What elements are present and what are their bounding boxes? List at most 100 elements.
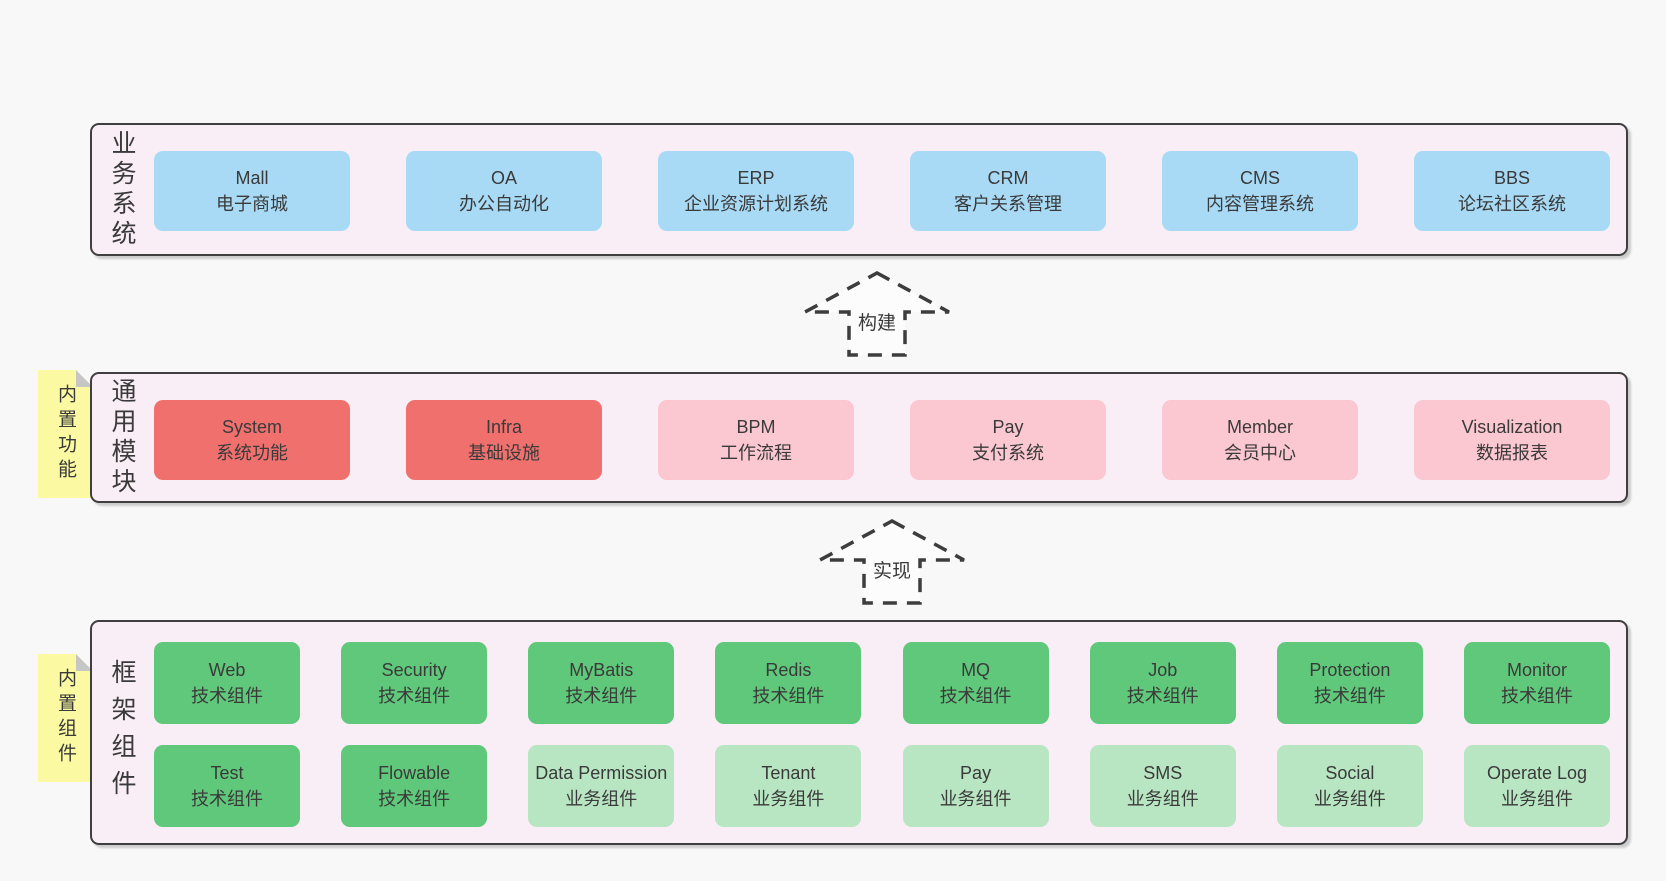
box-subtitle: 技术组件 (752, 686, 825, 706)
arrow-build-label: 构建 (854, 308, 900, 335)
sticky-note-builtin-features: 内置功能 (38, 370, 93, 498)
box-title: Infra (485, 417, 523, 437)
box-title: Flowable (378, 763, 451, 783)
panel-business-label: 业务系统 (108, 129, 136, 250)
box-subtitle: 论坛社区系统 (1458, 194, 1566, 214)
business-box-row: Mall 电子商城 OA 办公自动化 ERP 企业资源计划系统 CRM 客户关系… (154, 151, 1610, 231)
box-infra: Infra 基础设施 (406, 400, 602, 480)
box-title: Social (1325, 763, 1375, 783)
box-subtitle: 业务组件 (1500, 789, 1573, 809)
box-subtitle: 基础设施 (468, 443, 540, 463)
arrow-up-build: 构建 (802, 270, 952, 358)
box-title: CRM (987, 168, 1029, 188)
box-title: Security (381, 660, 447, 680)
box-subtitle: 技术组件 (191, 789, 263, 809)
sticky-text: 内置组件 (55, 668, 76, 768)
box-title: Pay (960, 763, 992, 783)
box-title: Pay (992, 417, 1024, 437)
box-mq: MQ 技术组件 (902, 642, 1049, 724)
panel-common-modules: 通用模块 System 系统功能 Infra 基础设施 BPM 工作流程 Pay… (90, 372, 1628, 503)
box-title: Tenant (761, 763, 816, 783)
box-title: Redis (765, 660, 812, 680)
box-subtitle: 客户关系管理 (954, 194, 1062, 214)
box-title: BPM (736, 417, 776, 437)
box-subtitle: 企业资源计划系统 (684, 194, 828, 214)
box-title: Data Permission (535, 763, 668, 783)
box-title: Visualization (1461, 417, 1563, 437)
box-bbs: BBS 论坛社区系统 (1414, 151, 1610, 231)
box-cms: CMS 内容管理系统 (1162, 151, 1358, 231)
box-title: System (221, 417, 282, 437)
modules-box-row: System 系统功能 Infra 基础设施 BPM 工作流程 Pay 支付系统… (154, 400, 1610, 480)
box-mybatis: MyBatis 技术组件 (528, 642, 675, 724)
box-subtitle: 技术组件 (565, 686, 638, 706)
box-subtitle: 支付系统 (972, 443, 1044, 463)
box-subtitle: 业务组件 (565, 789, 638, 809)
box-visualization: Visualization 数据报表 (1414, 400, 1610, 480)
box-subtitle: 技术组件 (378, 686, 451, 706)
arrow-up-implement: 实现 (817, 518, 967, 606)
panel-modules-label: 通用模块 (108, 377, 136, 498)
sticky-note-builtin-components: 内置组件 (38, 654, 93, 782)
box-system: System 系统功能 (154, 400, 350, 480)
box-title: CMS (1240, 168, 1280, 188)
box-title: BBS (1493, 168, 1531, 188)
box-job: Job 技术组件 (1089, 642, 1236, 724)
box-web: Web 技术组件 (154, 642, 300, 724)
box-crm: CRM 客户关系管理 (910, 151, 1106, 231)
box-protection: Protection 技术组件 (1276, 642, 1423, 724)
box-social: Social 业务组件 (1276, 745, 1423, 827)
box-monitor: Monitor 技术组件 (1463, 642, 1610, 724)
box-title: Mall (235, 168, 269, 188)
box-test: Test 技术组件 (154, 745, 300, 827)
box-subtitle: 技术组件 (1500, 686, 1573, 706)
box-title: Protection (1309, 660, 1391, 680)
box-subtitle: 技术组件 (939, 686, 1012, 706)
box-title: Test (210, 763, 244, 783)
box-subtitle: 业务组件 (1313, 789, 1386, 809)
box-member: Member 会员中心 (1162, 400, 1358, 480)
box-subtitle: 工作流程 (720, 443, 792, 463)
box-title: Monitor (1506, 660, 1567, 680)
box-subtitle: 数据报表 (1476, 443, 1548, 463)
box-subtitle: 技术组件 (1313, 686, 1386, 706)
box-tenant: Tenant 业务组件 (715, 745, 862, 827)
box-erp: ERP 企业资源计划系统 (658, 151, 854, 231)
box-sms: SMS 业务组件 (1089, 745, 1236, 827)
panel-framework-components: 框架组件 Web 技术组件 Security 技术组件 MyBatis 技术组件… (90, 620, 1628, 845)
box-bpm: BPM 工作流程 (658, 400, 854, 480)
panel-framework-label: 框架组件 (108, 658, 136, 807)
box-title: MyBatis (569, 660, 634, 680)
box-title: Member (1226, 417, 1293, 437)
box-subtitle: 会员中心 (1224, 443, 1296, 463)
box-subtitle: 系统功能 (216, 443, 288, 463)
box-operate-log: Operate Log 业务组件 (1463, 745, 1610, 827)
framework-box-row-1: Web 技术组件 Security 技术组件 MyBatis 技术组件 Redi… (154, 642, 1610, 724)
sticky-text: 内置功能 (55, 384, 76, 484)
box-security: Security 技术组件 (341, 642, 488, 724)
box-data-permission: Data Permission 业务组件 (528, 745, 675, 827)
box-subtitle: 电子商城 (216, 194, 288, 214)
box-subtitle: 技术组件 (1126, 686, 1199, 706)
box-subtitle: 业务组件 (752, 789, 825, 809)
box-subtitle: 技术组件 (191, 686, 263, 706)
framework-box-row-2: Test 技术组件 Flowable 技术组件 Data Permission … (154, 745, 1610, 827)
box-title: Web (208, 660, 246, 680)
box-subtitle: 业务组件 (1126, 789, 1199, 809)
box-subtitle: 技术组件 (378, 789, 451, 809)
box-mall: Mall 电子商城 (154, 151, 350, 231)
box-title: SMS (1143, 763, 1183, 783)
box-subtitle: 内容管理系统 (1206, 194, 1314, 214)
box-title: MQ (961, 660, 991, 680)
box-pay-component: Pay 业务组件 (902, 745, 1049, 827)
box-oa: OA 办公自动化 (406, 151, 602, 231)
box-redis: Redis 技术组件 (715, 642, 862, 724)
box-pay-module: Pay 支付系统 (910, 400, 1106, 480)
box-title: Job (1148, 660, 1178, 680)
box-title: Operate Log (1486, 763, 1588, 783)
box-flowable: Flowable 技术组件 (341, 745, 488, 827)
panel-business-systems: 业务系统 Mall 电子商城 OA 办公自动化 ERP 企业资源计划系统 CRM… (90, 123, 1628, 256)
arrow-implement-label: 实现 (869, 556, 915, 583)
box-subtitle: 办公自动化 (459, 194, 549, 214)
